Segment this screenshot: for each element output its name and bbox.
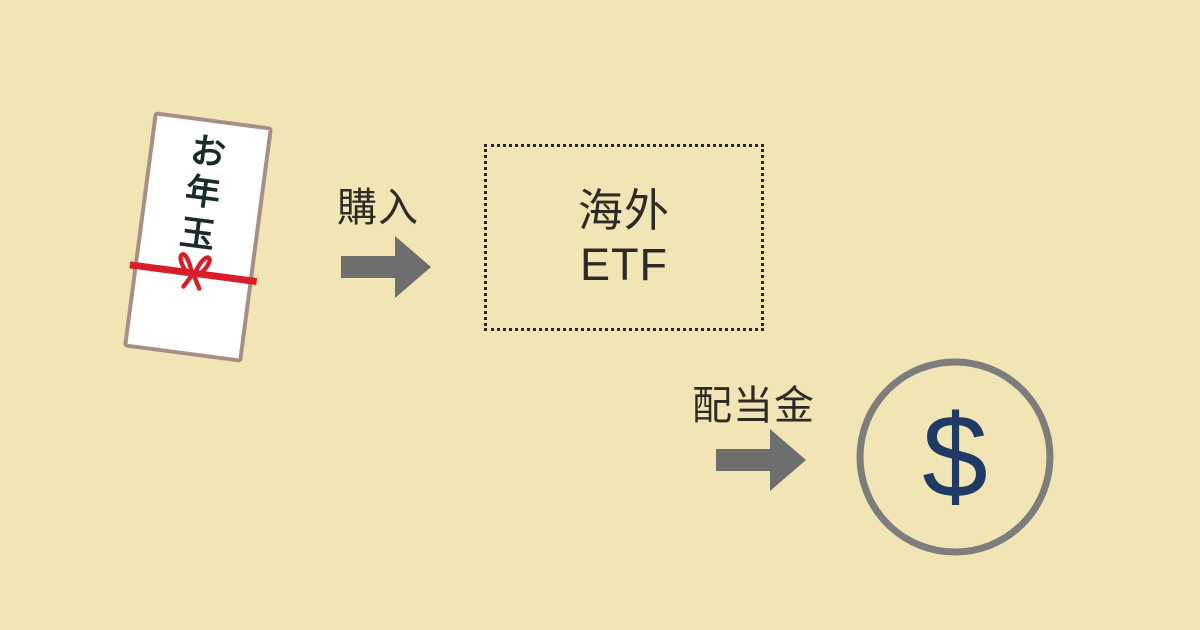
envelope-label: お 年 玉	[136, 125, 271, 263]
arrow-right-icon-purchase	[341, 236, 431, 298]
etf-box-line-1: 海外	[577, 184, 670, 238]
ribbon-bow-icon	[178, 252, 212, 291]
edge-label-purchase: 購入	[337, 185, 419, 231]
etf-box-line-2: ETF	[580, 238, 668, 290]
dollar-sign-icon: $	[922, 391, 988, 523]
overseas-etf-box: 海外 ETF	[484, 144, 764, 331]
arrow-right-icon-dividend	[716, 429, 806, 491]
edge-label-dividend: 配当金	[692, 383, 815, 429]
circle-outline	[856, 358, 1054, 556]
dollar-circle: $	[856, 358, 1054, 556]
otoshidama-envelope: お 年 玉	[122, 111, 274, 363]
